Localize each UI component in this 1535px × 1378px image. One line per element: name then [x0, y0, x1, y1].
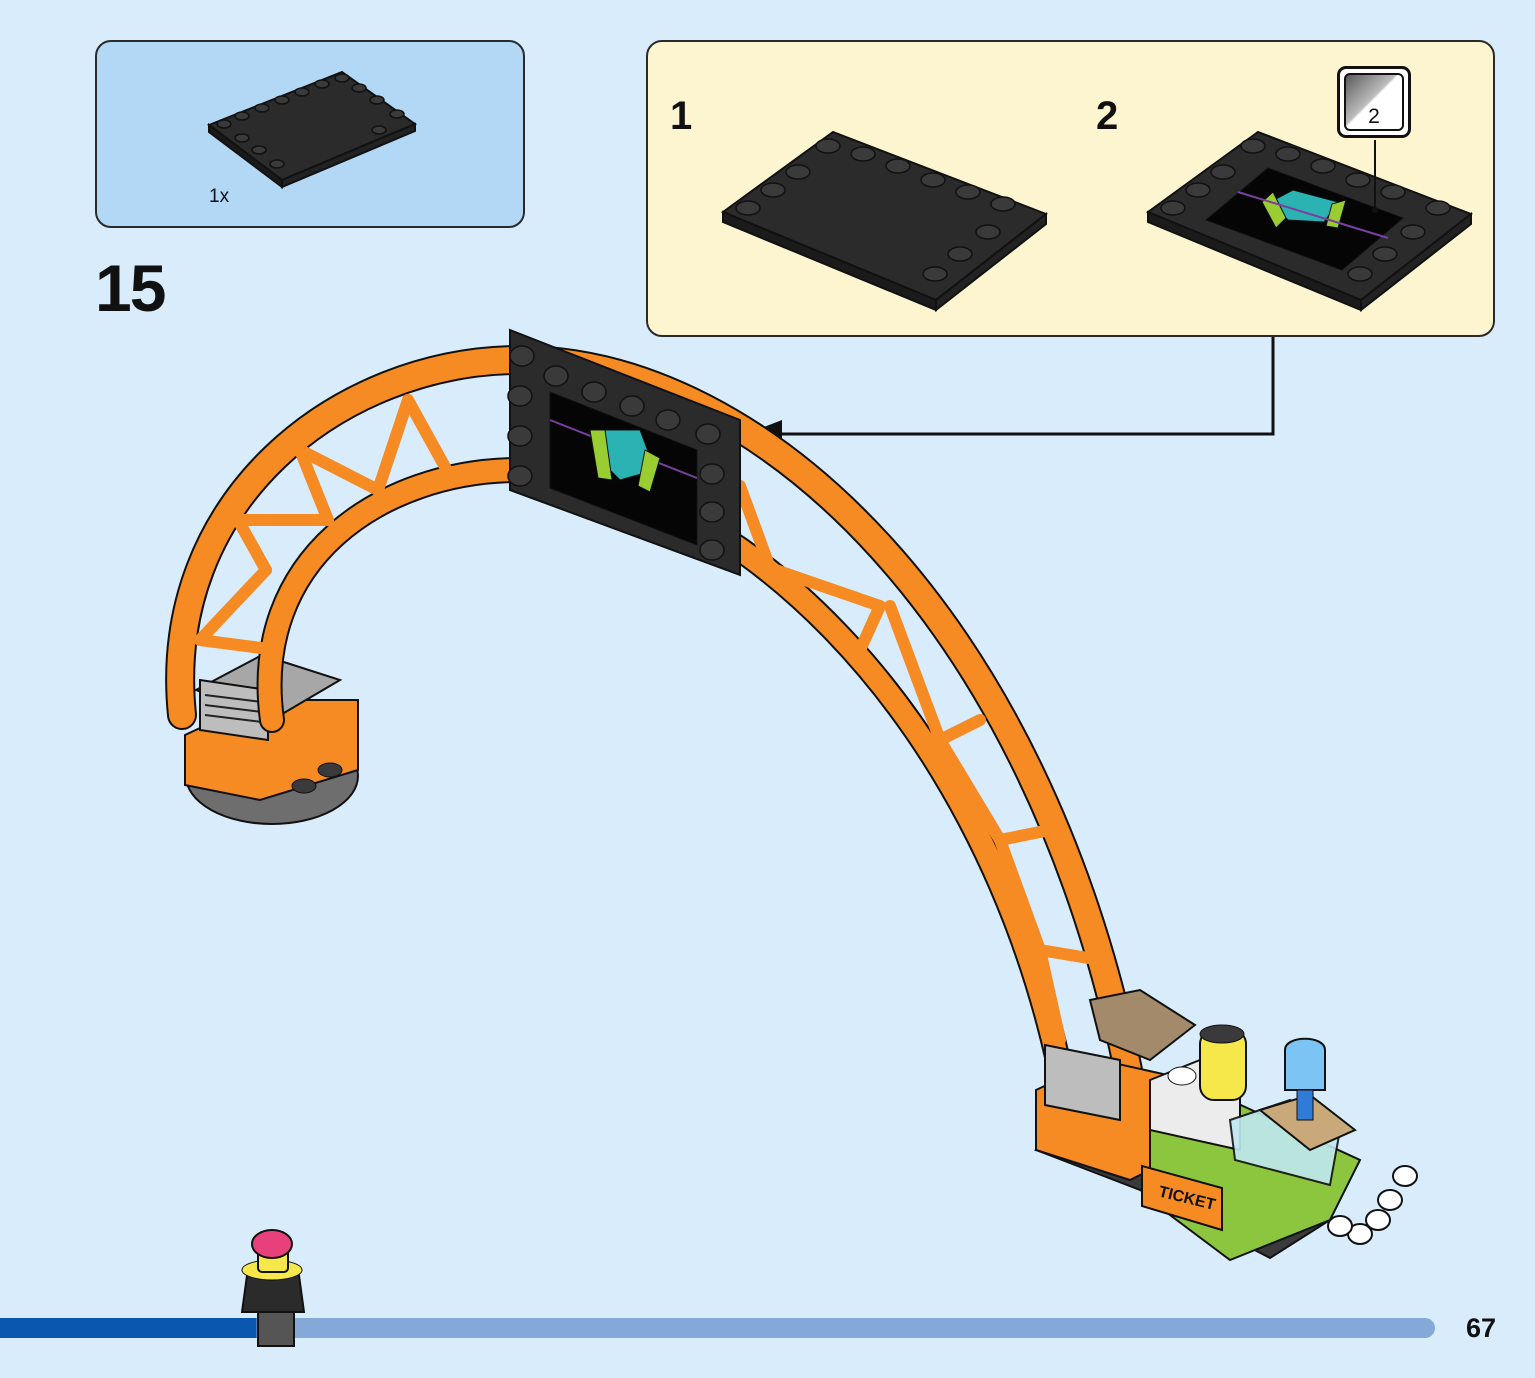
page-number: 67 [1466, 1313, 1497, 1343]
printed-tile-plate-icon [1145, 130, 1474, 313]
left-base [184, 653, 359, 825]
ticket-booth: TICKET [1033, 988, 1418, 1262]
sticker-sheet-icon: 2 [1337, 66, 1411, 138]
step-number: 15 [95, 251, 166, 325]
screen-sign [507, 328, 741, 577]
sub-step-label-1: 1 [670, 94, 693, 138]
sticker-number: 2 [1368, 105, 1380, 128]
arrow-left-icon [746, 420, 782, 448]
minifigure-icon [240, 1229, 306, 1347]
parts-callout: 1x [95, 40, 525, 228]
sub-step-label-2: 2 [1096, 94, 1119, 138]
orange-arch-track [165, 344, 1145, 1095]
sub-assembly-drawing [720, 130, 1474, 313]
sticker-peel-icon [1344, 73, 1404, 131]
callout-connector [746, 337, 1275, 448]
black-tile-plate-icon [720, 130, 1049, 313]
ticket-sign: TICKET [1157, 1183, 1217, 1214]
black-tile-plate-icon [206, 70, 418, 190]
parts-quantity: 1x [209, 186, 230, 207]
